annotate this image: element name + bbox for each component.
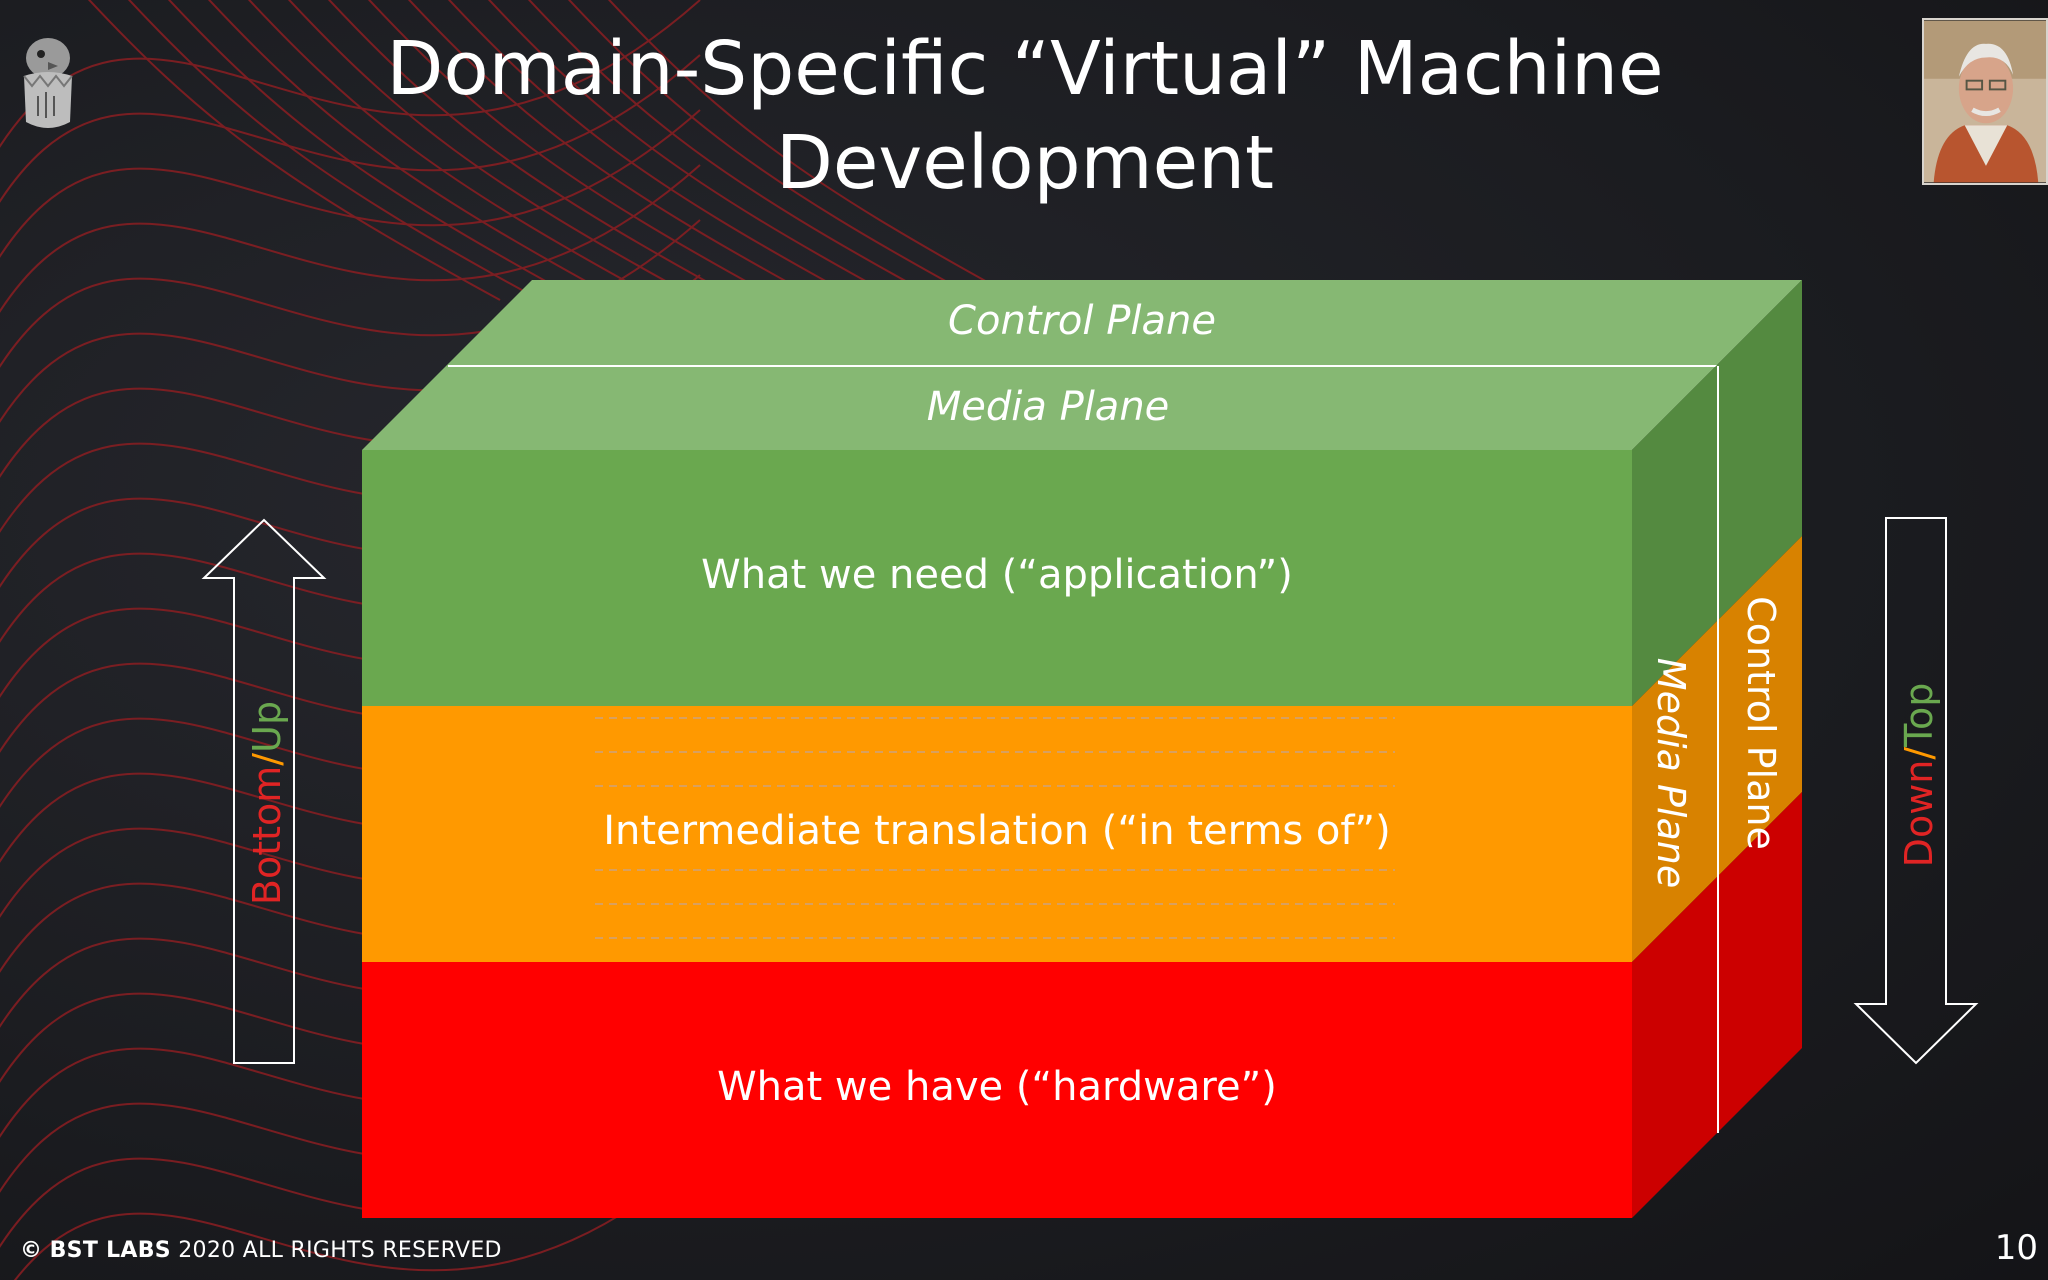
background-wave-line bbox=[207, 0, 621, 301]
background-wave-line bbox=[0, 109, 701, 259]
side-control-plane-label: Control Plane bbox=[1739, 596, 1783, 850]
bottom-up-arrow-label: Bottom/Up bbox=[245, 653, 291, 953]
slide-title: Domain-Specific “Virtual” Machine Develo… bbox=[300, 22, 1750, 210]
background-wave-line bbox=[167, 0, 581, 301]
background-wave-line bbox=[367, 0, 781, 301]
layer-application-label: What we need (“application”) bbox=[701, 552, 1293, 598]
layer-hardware-front bbox=[362, 962, 1632, 1218]
top-word: Top bbox=[1897, 682, 1941, 747]
background-wave-line bbox=[487, 0, 901, 301]
footer-brand: BST LABS bbox=[49, 1238, 171, 1263]
page-number: 10 bbox=[1994, 1228, 2038, 1268]
bottom-up-arrow-icon bbox=[201, 518, 327, 1064]
side-media-plane-label: Media Plane bbox=[1649, 657, 1693, 889]
bottom-up-separator: / bbox=[245, 752, 289, 766]
background-wave-line bbox=[567, 0, 981, 301]
speaker-photo bbox=[1922, 18, 2048, 185]
background-wave-line bbox=[0, 164, 701, 314]
top-media-plane-label: Media Plane bbox=[926, 384, 1170, 430]
down-top-separator: / bbox=[1897, 746, 1941, 760]
footer-rest: 2020 ALL RIGHTS RESERVED bbox=[178, 1238, 502, 1263]
background-wave-line bbox=[247, 0, 661, 301]
background-wave-line bbox=[0, 54, 701, 204]
background-wave-line bbox=[607, 0, 1021, 301]
slide-title-line2: Development bbox=[775, 120, 1275, 206]
top-control-plane-label: Control Plane bbox=[948, 298, 1216, 344]
layer-translation-front bbox=[362, 706, 1632, 962]
background-wave-line bbox=[127, 0, 541, 301]
background-wave-line bbox=[287, 0, 701, 301]
bottom-word: Bottom bbox=[245, 765, 289, 906]
layer-hardware-label: What we have (“hardware”) bbox=[717, 1064, 1277, 1110]
slide-title-line1: Domain-Specific “Virtual” Machine bbox=[386, 26, 1664, 112]
footer-copyright: © BST LABS 2020 ALL RIGHTS RESERVED bbox=[20, 1238, 502, 1263]
background-wave-line bbox=[87, 0, 501, 301]
up-word: Up bbox=[245, 700, 289, 753]
background-wave-line bbox=[14, 1154, 701, 1280]
background-wave-line bbox=[407, 0, 821, 301]
bst-labs-logo-icon bbox=[23, 38, 73, 128]
layer-application-front bbox=[362, 450, 1632, 706]
copyright-symbol: © bbox=[20, 1238, 43, 1263]
down-top-arrow-label: Down/Top bbox=[1897, 625, 1943, 925]
layer-translation-label: Intermediate translation (“in terms of”) bbox=[603, 808, 1391, 854]
background-wave-line bbox=[327, 0, 741, 301]
background-wave-line bbox=[447, 0, 861, 301]
background-wave-line bbox=[527, 0, 941, 301]
translation-dashed-lines bbox=[595, 717, 1395, 939]
down-top-arrow-icon bbox=[1853, 517, 1979, 1065]
down-word: Down bbox=[1897, 759, 1941, 868]
